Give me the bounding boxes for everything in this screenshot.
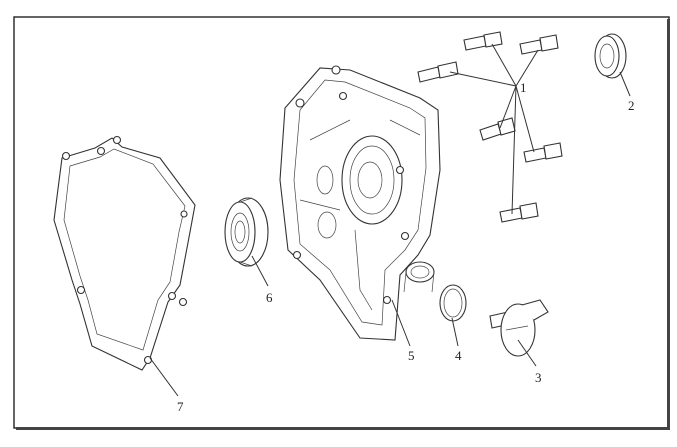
dowel-pin-plug-icon (489, 299, 549, 357)
callout-3: 3 (535, 370, 542, 385)
callout-5: 5 (408, 348, 415, 363)
oil-seal-icon (594, 33, 627, 79)
crankcase-cover-icon (279, 65, 441, 341)
ball-bearing-icon (224, 197, 269, 267)
callout-2: 2 (628, 98, 635, 113)
callout-4: 4 (455, 348, 462, 363)
leader-lines (149, 43, 631, 397)
diagram-frame-shadow-bottom (16, 427, 670, 430)
callout-1: 1 (520, 80, 527, 95)
diagram-frame-shadow (667, 19, 670, 430)
callout-6: 6 (266, 290, 273, 305)
o-ring-icon (439, 284, 467, 322)
callout-7: 7 (177, 399, 184, 414)
gasket-icon (53, 135, 196, 371)
